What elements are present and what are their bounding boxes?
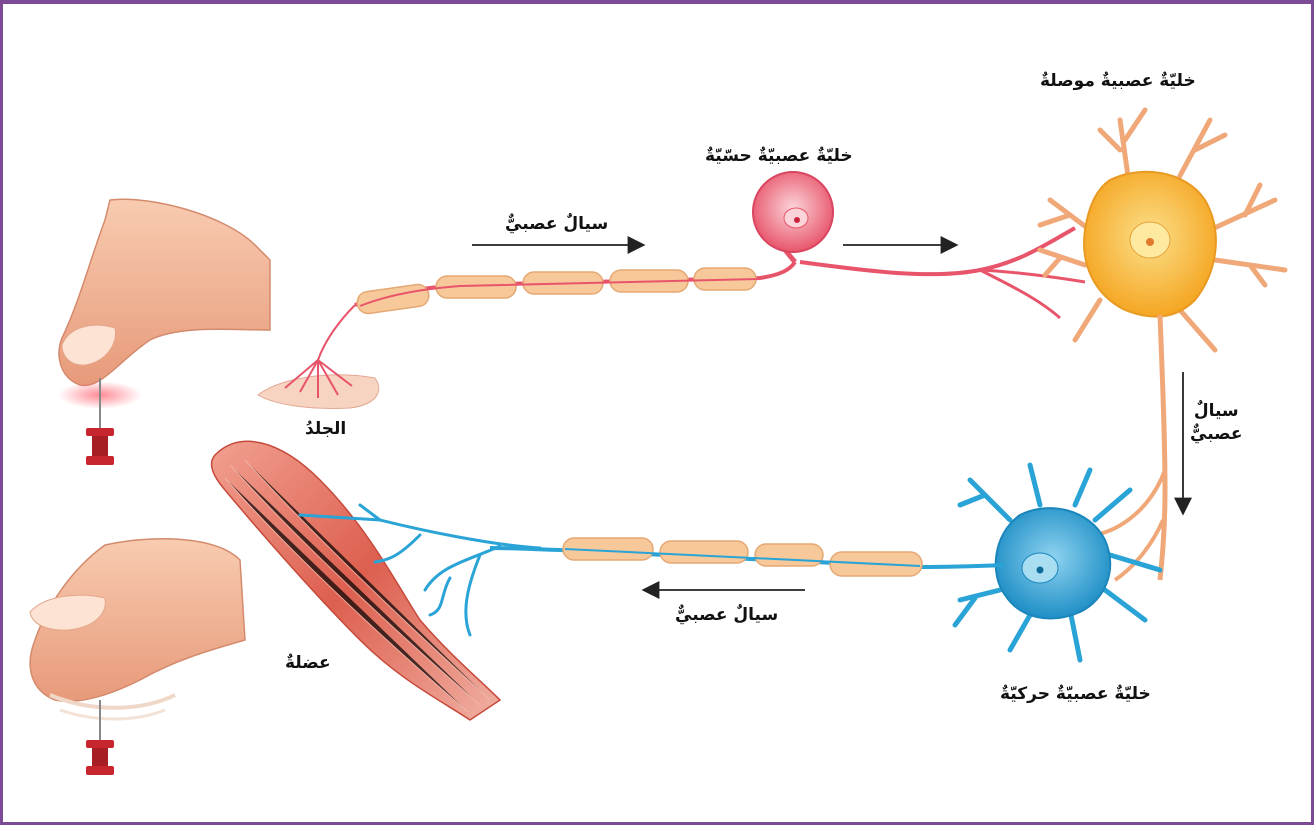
- label-sensory-neuron: خليّةٌ عصبيّةٌ حسّيّةٌ: [705, 145, 853, 168]
- label-interneuron: خليّةٌ عصبيةٌ موصلةٌ: [1040, 70, 1196, 93]
- label-impulse-right-line2: عصبيٌّ: [1190, 423, 1243, 446]
- label-muscle: عضلةٌ: [285, 652, 331, 675]
- muscle-icon: [212, 441, 500, 720]
- label-impulse-right-line1: سيالٌ: [1190, 400, 1243, 423]
- label-impulse-right: سيالٌ عصبيٌّ: [1190, 400, 1243, 446]
- label-impulse-top: سيالٌ عصبيٌّ: [505, 213, 608, 236]
- finger-bottom-icon: [30, 539, 245, 719]
- pin-bottom-icon: [86, 700, 114, 775]
- label-skin: الجلدُ: [305, 418, 346, 441]
- interneuron: [1040, 110, 1285, 580]
- sensory-neuron: [355, 172, 1085, 318]
- finger-top-icon: [58, 199, 270, 409]
- skin-patch-icon: [258, 305, 379, 408]
- label-motor-neuron: خليّةٌ عصبيّةٌ حركيّةٌ: [1000, 683, 1151, 706]
- label-impulse-bottom: سيالٌ عصبيٌّ: [675, 604, 778, 627]
